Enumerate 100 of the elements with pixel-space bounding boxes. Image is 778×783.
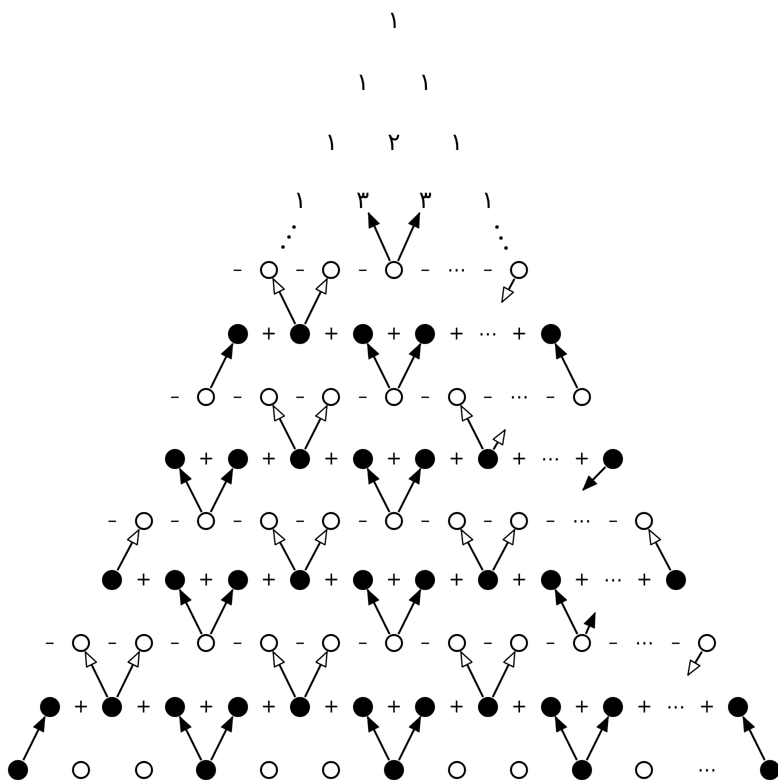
filled-dot xyxy=(352,570,373,590)
plus-sign: + xyxy=(511,698,528,716)
filled-dot xyxy=(40,697,60,717)
arrow xyxy=(304,529,328,571)
arrow xyxy=(304,278,328,325)
arrow xyxy=(368,212,391,262)
open-circle xyxy=(260,634,278,652)
minus-sign: – xyxy=(358,634,368,652)
arrow xyxy=(554,343,578,388)
number: ١ xyxy=(324,130,338,154)
minus-sign: – xyxy=(546,388,556,406)
filled-dot xyxy=(760,760,778,780)
minus-sign: – xyxy=(232,512,242,530)
filled-dot xyxy=(603,697,624,717)
filled-dot xyxy=(290,324,310,344)
arrow xyxy=(366,468,390,513)
open-circle xyxy=(698,634,716,652)
open-circle xyxy=(385,388,403,406)
plus-sign: + xyxy=(448,324,465,344)
plus-sign: + xyxy=(136,570,152,590)
ellipsis: … xyxy=(478,320,498,340)
open-circle xyxy=(385,634,403,652)
arrow xyxy=(178,468,203,513)
arrow xyxy=(554,716,578,761)
minus-sign: – xyxy=(108,634,118,652)
filled-dot xyxy=(540,570,560,590)
open-circle xyxy=(134,512,153,530)
filled-dot xyxy=(228,449,248,469)
minus-sign: – xyxy=(170,512,180,530)
minus-sign: – xyxy=(295,634,305,652)
filled-dot xyxy=(102,570,122,590)
open-circle xyxy=(197,634,216,652)
open-circle xyxy=(385,261,403,279)
arrow xyxy=(586,716,610,761)
arrow xyxy=(742,716,766,761)
minus-sign: – xyxy=(108,512,118,530)
filled-dot xyxy=(478,570,498,590)
ellipsis: … xyxy=(572,508,592,526)
plus-sign: + xyxy=(323,324,340,344)
plus-sign: + xyxy=(323,450,340,468)
plus-sign: + xyxy=(386,698,402,716)
minus-sign: – xyxy=(546,512,556,530)
open-circle xyxy=(448,634,466,652)
plus-sign: + xyxy=(260,450,277,468)
arrow xyxy=(210,589,234,634)
minus-sign: – xyxy=(483,512,493,530)
open-circle xyxy=(72,761,90,779)
ellipsis: … xyxy=(666,694,686,712)
open-circle xyxy=(510,261,528,279)
filled-dot xyxy=(352,697,373,717)
plus-sign: + xyxy=(323,570,340,590)
open-circle xyxy=(322,634,340,652)
filled-dot xyxy=(290,570,310,590)
minus-sign: – xyxy=(483,260,493,280)
minus-sign: – xyxy=(358,512,368,530)
open-circle xyxy=(322,761,340,779)
open-circle xyxy=(72,634,90,652)
minus-sign: – xyxy=(420,512,430,530)
number: ١ xyxy=(388,8,400,32)
ellipsis: … xyxy=(541,446,560,464)
plus-sign: + xyxy=(574,698,590,716)
plus-sign: + xyxy=(448,698,465,716)
filled-dot xyxy=(8,760,28,780)
plus-sign: + xyxy=(386,324,402,344)
arrow xyxy=(584,612,596,634)
minus-sign: – xyxy=(420,634,430,652)
filled-dot xyxy=(352,449,373,469)
open-circle xyxy=(260,388,278,406)
number: ١ xyxy=(418,70,432,94)
open-circle xyxy=(134,761,153,779)
open-circle xyxy=(197,388,216,406)
arrow xyxy=(84,651,108,698)
arrow xyxy=(116,529,140,571)
number: ١ xyxy=(450,130,464,154)
arrow xyxy=(366,716,390,761)
filled-dot xyxy=(415,449,436,469)
arrow xyxy=(582,466,606,491)
arrow xyxy=(366,343,390,388)
minus-sign: – xyxy=(420,388,430,406)
open-circle xyxy=(322,261,340,279)
open-circle xyxy=(635,512,654,530)
minus-sign: – xyxy=(295,388,305,406)
arrow xyxy=(398,716,422,761)
minus-sign: – xyxy=(232,634,242,652)
arrow xyxy=(272,529,296,571)
filled-dot xyxy=(290,449,310,469)
minus-sign: – xyxy=(483,634,493,652)
filled-dot xyxy=(164,697,185,717)
filled-dot xyxy=(540,697,560,717)
minus-sign: – xyxy=(295,512,305,530)
filled-dot xyxy=(196,760,216,780)
minus-sign: – xyxy=(546,634,556,652)
open-circle xyxy=(510,512,528,530)
arrow xyxy=(304,651,328,698)
filled-dot xyxy=(540,324,560,344)
plus-sign: + xyxy=(198,698,214,716)
arrow xyxy=(460,405,484,450)
ellipsis: … xyxy=(510,384,529,402)
filled-dot xyxy=(228,697,248,717)
ellipsis: … xyxy=(634,630,654,648)
